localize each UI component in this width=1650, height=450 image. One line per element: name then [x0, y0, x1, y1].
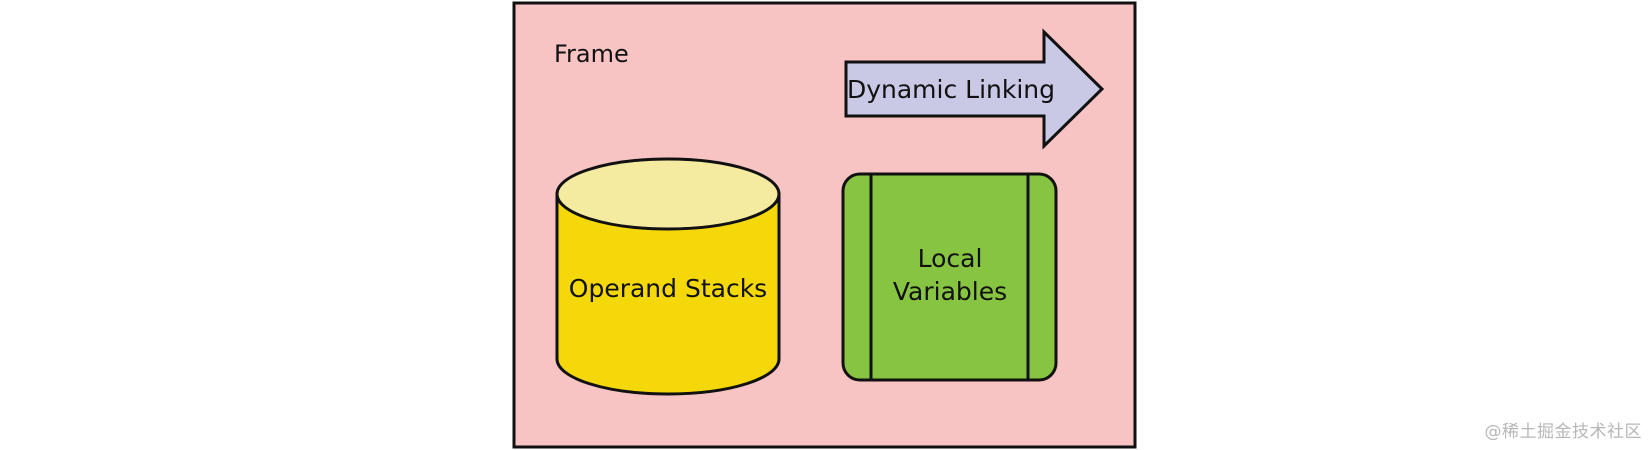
operand-stacks-label: Operand Stacks	[569, 274, 767, 303]
dynamic-linking-arrow	[844, 28, 1105, 150]
local-variables-rect	[841, 172, 1058, 382]
operand-stacks-cylinder	[555, 157, 781, 396]
frame-label: Frame	[554, 40, 629, 68]
local-variables-label-line2: Variables	[893, 277, 1007, 306]
local-variables-label-line1: Local	[918, 244, 983, 273]
dynamic-linking-label: Dynamic Linking	[847, 75, 1055, 104]
watermark: @稀土掘金技术社区	[1484, 422, 1642, 442]
operand-stacks-top	[555, 157, 781, 231]
operand-stacks-body	[555, 192, 781, 396]
local-variables-box	[841, 172, 1058, 382]
